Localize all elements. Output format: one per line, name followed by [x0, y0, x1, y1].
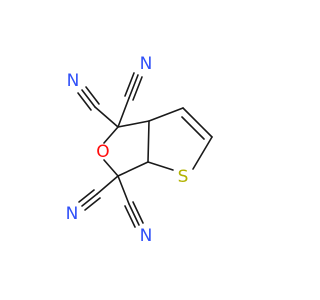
bond-o-c6 — [103, 159, 119, 177]
bond-cn2-triple-b — [124, 72, 135, 97]
atom-nitrogen-bottom-left: N — [66, 204, 79, 224]
bond-c6-cn3 — [96, 175, 119, 195]
bond-cn3-triple-a — [81, 193, 98, 207]
bond-cn4-triple-c — [132, 201, 144, 224]
atom-nitrogen-top-left: N — [67, 71, 80, 91]
bond-cn1-triple-c — [85, 86, 100, 105]
bond-cn1-triple-b — [77, 92, 92, 111]
atom-oxygen: O — [96, 142, 109, 162]
atom-labels: O S N N N N — [66, 54, 189, 246]
bond-c3-c2 — [182, 107, 213, 138]
bond-c3a-c6a — [147, 120, 150, 163]
bond-cn2-triple-a — [128, 74, 139, 99]
bond-cn4-triple-b — [124, 205, 136, 228]
ring-bonds — [103, 107, 213, 177]
upper-nitrile-groups — [77, 72, 143, 128]
bond-c4-cn1 — [94, 106, 119, 128]
atom-nitrogen-bottom-right: N — [140, 226, 153, 246]
molecule-structure: O S N N N N — [66, 54, 213, 246]
lower-nitrile-groups — [78, 175, 144, 228]
bond-c4-cn2 — [117, 97, 130, 128]
bond-cn2-triple-c — [132, 76, 143, 101]
bond-s-c6a — [147, 161, 174, 171]
bond-c3-c2-double — [181, 116, 205, 140]
atom-sulfur: S — [178, 167, 189, 187]
bond-cn3-triple-b — [78, 189, 95, 203]
bond-cn3-triple-c — [84, 197, 101, 211]
bond-c3a-c3 — [148, 107, 184, 122]
bond-cn1-triple-a — [81, 89, 96, 108]
bond-c6-cn4 — [117, 175, 130, 205]
bond-cn4-triple-a — [128, 203, 140, 226]
bond-c4-o — [103, 126, 119, 144]
bond-c4-c3a — [117, 120, 150, 128]
bond-c6a-c6 — [117, 161, 149, 177]
bond-c2-s — [192, 136, 213, 170]
atom-nitrogen-top-right: N — [140, 54, 153, 74]
